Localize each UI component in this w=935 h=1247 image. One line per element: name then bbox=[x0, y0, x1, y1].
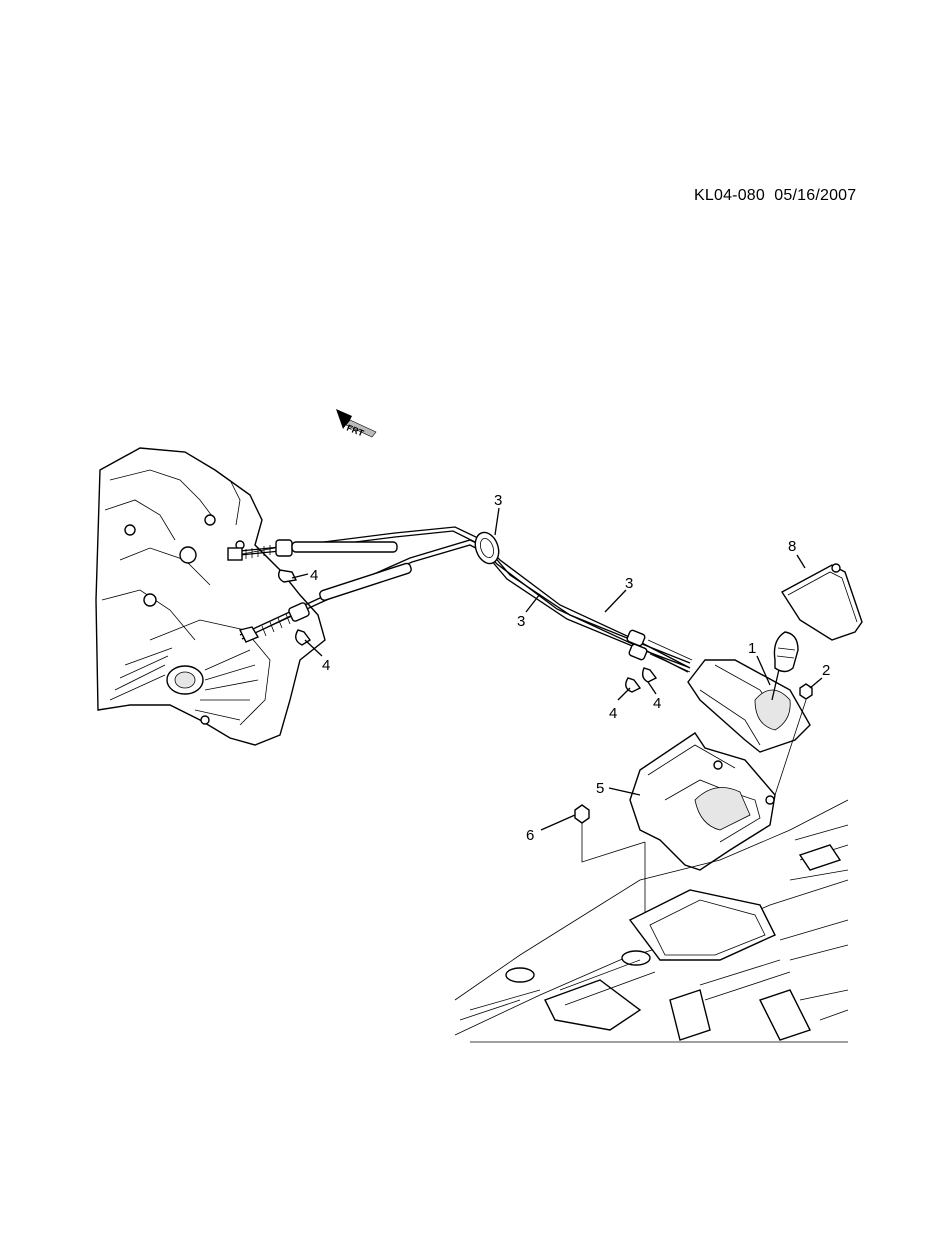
floor-pan-illustration bbox=[454, 799, 849, 1043]
diagram-date: 05/16/2007 bbox=[774, 187, 857, 204]
retainer-clip-shifter-right-icon bbox=[641, 667, 658, 683]
callout-bracket-5: 5 bbox=[596, 780, 604, 797]
shifter-boot-cover bbox=[781, 563, 863, 641]
callout-nut-lower-6: 6 bbox=[526, 827, 534, 844]
callout-clip-shifter-right-4: 4 bbox=[653, 695, 661, 712]
callout-cable-upper-3: 3 bbox=[625, 575, 633, 592]
retainer-clip-upper-trans-icon bbox=[277, 569, 298, 583]
cable-grommet bbox=[474, 531, 500, 565]
hex-nut-upper-icon bbox=[799, 683, 813, 700]
callout-cable-lower-3: 3 bbox=[517, 613, 525, 630]
diagram-code: KL04-080 bbox=[694, 187, 765, 204]
callout-clip-shifter-left-4: 4 bbox=[609, 705, 617, 722]
cable-ends-shifter bbox=[626, 629, 693, 673]
hex-nut-lower-icon bbox=[574, 804, 590, 824]
frt-label: FRT bbox=[345, 423, 365, 439]
assembly-guide-lines bbox=[581, 699, 807, 920]
callout-grommet-3: 3 bbox=[494, 492, 502, 509]
transmission-illustration bbox=[95, 447, 326, 746]
callout-shift-control-1: 1 bbox=[748, 640, 756, 657]
shift-control-assembly bbox=[687, 631, 811, 753]
front-direction-arrow-icon: FRT bbox=[336, 409, 377, 439]
diagram-id-date: KL04-080 05/16/2007 bbox=[694, 187, 856, 205]
callout-boot-8: 8 bbox=[788, 538, 796, 555]
shift-control-bracket bbox=[629, 732, 776, 871]
callout-clip-trans-lower-4: 4 bbox=[322, 657, 330, 674]
callout-leaders bbox=[291, 507, 823, 831]
callout-labels: 3 3 3 4 4 4 4 1 2 8 5 6 bbox=[310, 492, 830, 844]
callout-nut-upper-2: 2 bbox=[822, 662, 830, 679]
callout-clip-trans-upper-4: 4 bbox=[310, 567, 318, 584]
